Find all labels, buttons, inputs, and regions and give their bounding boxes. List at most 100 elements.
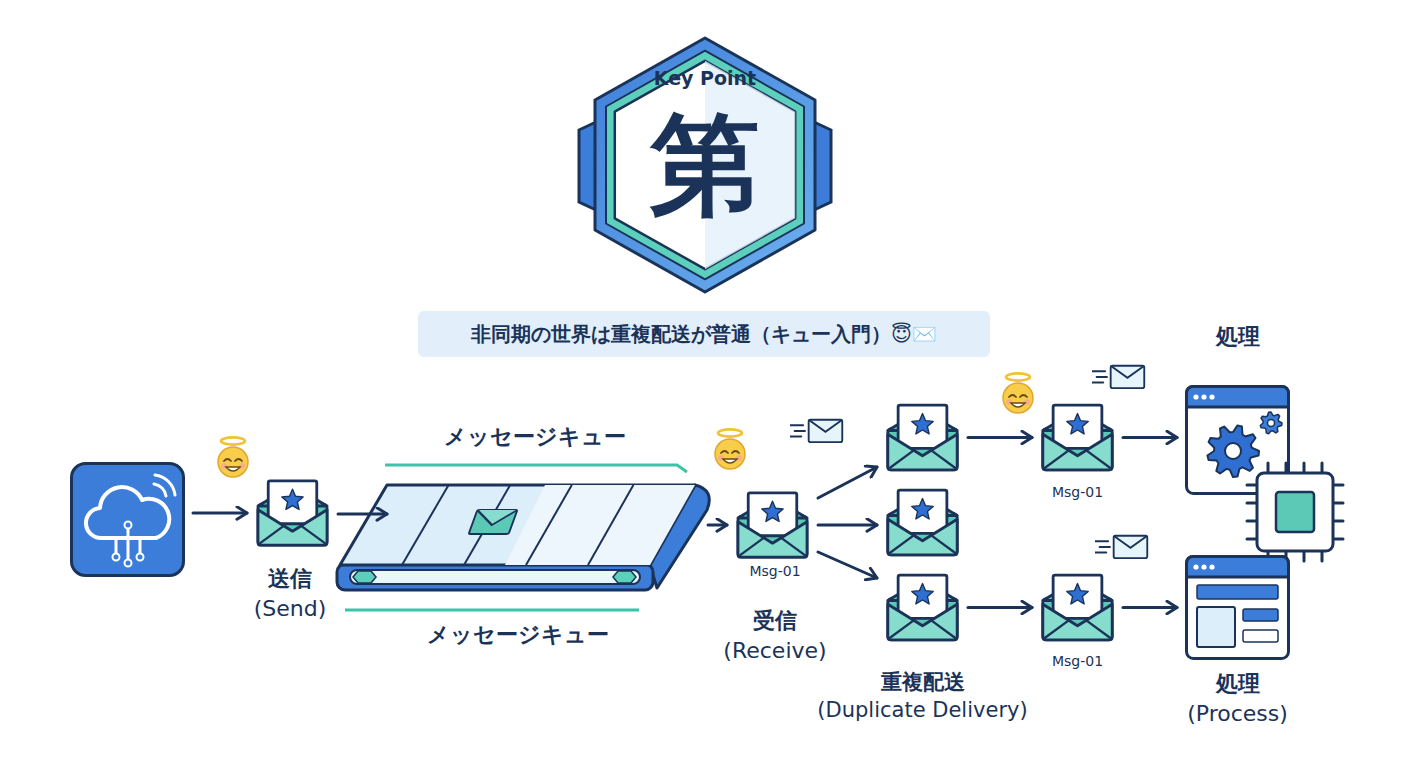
node-graphic [1040,400,1115,475]
queue-belt-shine [505,485,695,565]
message-queue: メッセージキューメッセージキュー [330,420,710,660]
node-label: 処理 (Process) [1180,669,1295,728]
duplicate-envelope [885,400,960,475]
gear-large [1207,425,1259,477]
flying-envelope [790,420,842,442]
window-frame [1187,557,1289,659]
queued-envelope-body [469,510,518,534]
circuit-node [137,554,144,561]
node-label: Key Point [595,66,815,92]
node-graphic [1185,385,1290,495]
envelope-fold [1045,620,1111,638]
content-bar [1197,585,1278,599]
node-shape [1040,570,1115,645]
window-dot [1209,564,1214,569]
queue-rail [337,564,653,590]
window-dot [1201,564,1206,569]
receive-envelope: Msg-01 受信 (Receive) [705,480,845,670]
label-line: 重複配送 [881,670,965,694]
chip-core [1276,492,1314,532]
envelope-fold [1045,450,1111,468]
node-graphic [885,400,960,475]
letter-sheet [898,490,947,533]
sender-cloud-icon [70,462,185,577]
content-block [1243,609,1278,621]
node-label: 重複配送 (Duplicate Delivery) [795,668,1050,725]
flow-arrow [818,467,877,498]
node-label: Msg-01 [725,562,825,581]
badge-outer [595,38,815,292]
message-envelope: Msg-01 [1030,570,1125,670]
queue-divider [402,485,449,565]
star-mark [912,414,933,434]
node-shape [885,400,960,475]
duplicate-envelope: 重複配送 (Duplicate Delivery) [845,570,1000,730]
key-point-badge: Key Point 第 [595,38,815,294]
node-sublabel: 第 [595,110,815,220]
node-shape [885,485,960,560]
node-label: 処理 [1185,322,1290,352]
envelope-fold [890,450,956,468]
queue-belt [340,485,695,565]
node-sublabel: 受信 (Receive) [720,606,830,665]
window-bar [1187,387,1289,408]
angel-emoji [1003,373,1033,413]
window-dot [1193,564,1198,569]
flying-envelope [1095,536,1147,558]
flow-arrow [338,513,387,516]
envelope-front [1043,604,1112,640]
angel-emoji [715,429,745,469]
content-panel [1197,607,1235,647]
queue-slot [350,570,640,584]
content-block [1243,630,1278,642]
envelope-front [888,434,957,470]
letter-sheet [1053,575,1102,618]
letter-sheet [268,481,317,524]
letter-sheet [1053,405,1102,448]
queue-guide-line [345,609,639,612]
circuit-node [125,560,132,567]
badge-tab [579,122,596,210]
process-window: 処理 [1180,320,1345,565]
star-mark [912,584,933,604]
node-graphic [70,462,185,577]
star-mark [1067,414,1088,434]
flow-arrow [1123,606,1177,609]
node-label: メッセージキュー [375,422,695,452]
queue-divider [588,485,633,565]
envelope-front [1043,434,1112,470]
star-mark [1067,584,1088,604]
signal-arcs [154,475,175,496]
envelope-fold [260,526,325,544]
node-shape [1185,385,1290,495]
send-envelope: 送信 (Send) [215,470,365,630]
letter-sheet [898,405,947,448]
flow-arrow [818,524,877,527]
node-graphic [1185,555,1290,660]
window-dot [1201,394,1206,399]
angel-emoji [218,437,248,477]
node-graphic [735,490,810,560]
flow-arrow [708,524,727,527]
node-shape [395,480,700,590]
label-line: (Receive) [723,638,826,663]
node-sublabel: メッセージキュー [358,620,678,650]
gear-hole [1225,443,1241,459]
star-mark [912,499,933,519]
envelope-front [738,522,807,557]
envelope-fold [740,538,805,556]
title-banner: 非同期の世界は重複配送が普通（キュー入門）😇✉️ [418,311,990,357]
envelope-front [888,519,957,555]
window-dot [1193,394,1198,399]
node-graphic [885,570,960,645]
star-mark [282,489,303,509]
window-dot [1209,394,1214,399]
node-graphic [885,485,960,560]
node-graphic [1040,570,1115,645]
message-envelope: Msg-01 [1030,400,1125,500]
flow-arrow [818,552,877,578]
node-shape [735,490,810,560]
